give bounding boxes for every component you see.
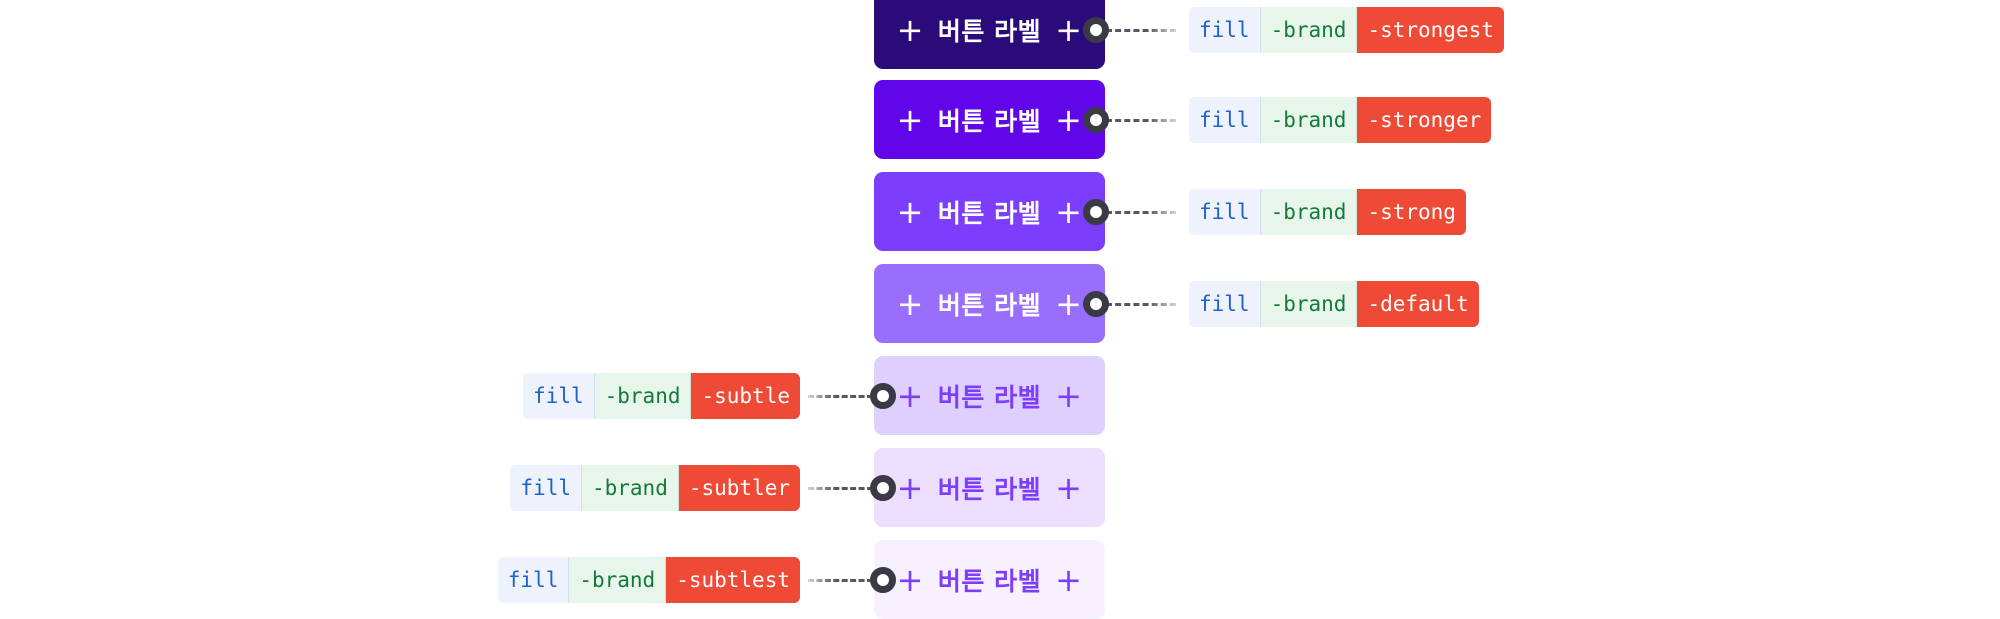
button-strong[interactable]: + 버튼 라벨 + [874, 172, 1105, 251]
token-brand: -brand [1260, 280, 1358, 327]
token-variant: -stronger [1357, 96, 1492, 143]
button-label: 버튼 라벨 [937, 198, 1042, 228]
button-label: 버튼 라벨 [937, 566, 1042, 596]
token-label-default: fill-brand-default [1189, 280, 1479, 327]
connector-pin-icon [870, 382, 896, 409]
token-label-subtlest: fill-brand-subtlest [497, 556, 800, 603]
button-label: 버튼 라벨 [937, 16, 1042, 46]
token-fill: fill [1189, 96, 1261, 143]
token-variant: -default [1357, 280, 1479, 327]
token-variant: -subtle [691, 372, 800, 419]
token-brand: -brand [1260, 6, 1358, 53]
plus-icon: + [896, 468, 924, 507]
plus-icon: + [896, 376, 924, 415]
connector-pin-icon [1083, 106, 1109, 133]
button-subtle[interactable]: + 버튼 라벨 + [874, 356, 1105, 435]
token-brand: -brand [1260, 188, 1358, 235]
token-label-stronger: fill-brand-stronger [1189, 96, 1492, 143]
plus-icon: + [1055, 192, 1083, 231]
connector-pin-icon [1083, 290, 1109, 317]
connector-line [808, 486, 873, 490]
button-label: 버튼 라벨 [937, 382, 1042, 412]
connector-line [1106, 118, 1176, 122]
token-fill: fill [1189, 6, 1261, 53]
plus-icon: + [896, 100, 924, 139]
connector-pin-icon [1083, 198, 1109, 225]
token-label-subtle: fill-brand-subtle [523, 372, 800, 419]
plus-icon: + [1055, 376, 1083, 415]
connector-line [808, 578, 873, 582]
token-label-strongest: fill-brand-strongest [1189, 6, 1504, 53]
token-variant: -strong [1357, 188, 1466, 235]
connector-line [808, 394, 873, 398]
button-label: 버튼 라벨 [937, 474, 1042, 504]
token-variant: -subtlest [666, 556, 800, 603]
plus-icon: + [896, 192, 924, 231]
button-subtler[interactable]: + 버튼 라벨 + [874, 448, 1105, 527]
token-brand: -brand [581, 464, 679, 511]
plus-icon: + [896, 560, 924, 599]
token-fill: fill [510, 464, 582, 511]
connector-line [1106, 210, 1176, 214]
token-fill: fill [1189, 188, 1261, 235]
plus-icon: + [1055, 560, 1083, 599]
token-fill: fill [523, 372, 595, 419]
button-strongest[interactable]: + 버튼 라벨 + [874, 0, 1105, 69]
plus-icon: + [1055, 284, 1083, 323]
connector-pin-icon [870, 566, 896, 593]
connector-pin-icon [1083, 16, 1109, 43]
button-stronger[interactable]: + 버튼 라벨 + [874, 80, 1105, 159]
button-label: 버튼 라벨 [937, 106, 1042, 136]
plus-icon: + [896, 10, 924, 49]
plus-icon: + [1055, 468, 1083, 507]
connector-line [1106, 302, 1176, 306]
token-variant: -strongest [1357, 6, 1504, 53]
connector-line [1106, 28, 1176, 32]
button-default[interactable]: + 버튼 라벨 + [874, 264, 1105, 343]
token-brand: -brand [594, 372, 692, 419]
button-subtlest[interactable]: + 버튼 라벨 + [874, 540, 1105, 619]
connector-pin-icon [870, 474, 896, 501]
token-label-strong: fill-brand-strong [1189, 188, 1466, 235]
token-fill: fill [1189, 280, 1261, 327]
plus-icon: + [1055, 100, 1083, 139]
button-label: 버튼 라벨 [937, 290, 1042, 320]
token-fill: fill [497, 556, 570, 603]
token-variant: -subtler [678, 464, 800, 511]
token-brand: -brand [569, 556, 667, 603]
plus-icon: + [1055, 10, 1083, 49]
token-brand: -brand [1260, 96, 1358, 143]
token-label-subtler: fill-brand-subtler [510, 464, 800, 511]
plus-icon: + [896, 284, 924, 323]
